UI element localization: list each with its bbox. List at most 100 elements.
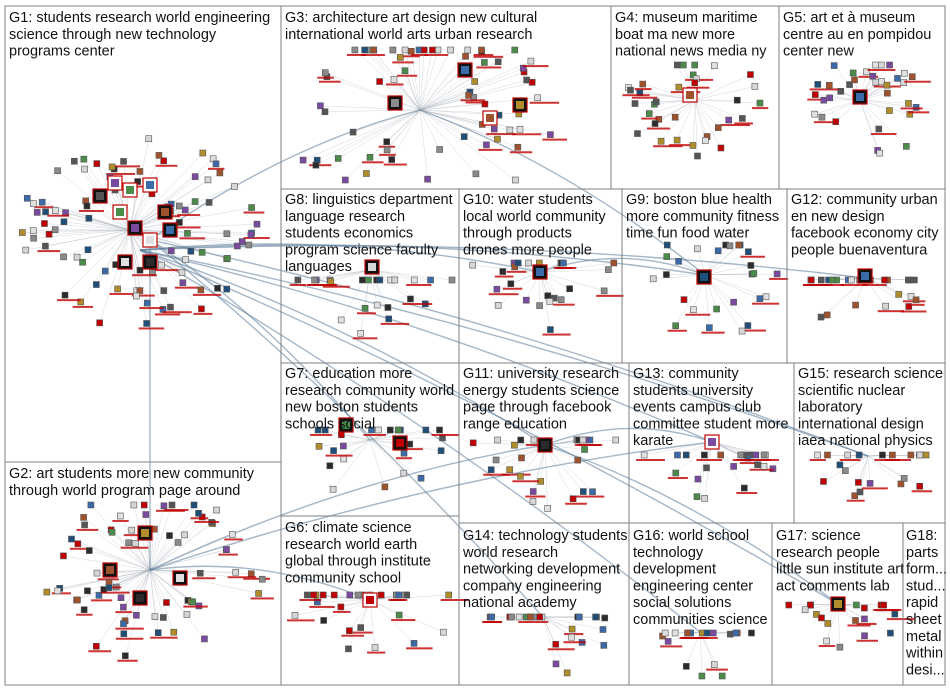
edge-g2 xyxy=(90,504,151,571)
inter-group-edge xyxy=(149,109,421,241)
node-g2 xyxy=(74,540,82,548)
node-label-mark xyxy=(809,88,839,91)
node-g10 xyxy=(600,287,608,295)
hub-node-image xyxy=(366,596,374,604)
node-g14 xyxy=(508,613,515,621)
edge-g9 xyxy=(704,274,749,326)
node-g4 xyxy=(711,62,718,70)
hub-node-image xyxy=(121,258,129,266)
edge-g3 xyxy=(419,49,482,111)
node-g12 xyxy=(895,291,903,298)
node-label-mark xyxy=(529,101,560,104)
node-label-mark xyxy=(747,459,771,461)
node-label-mark xyxy=(227,576,257,579)
edge-g2 xyxy=(123,569,151,608)
edge-g3 xyxy=(419,49,451,111)
node-g1 xyxy=(136,287,144,294)
node-g1 xyxy=(30,234,37,242)
node-label-mark xyxy=(401,448,423,451)
edge-g11 xyxy=(495,444,546,461)
node-g9 xyxy=(744,322,752,329)
edge-g2 xyxy=(57,569,151,592)
edge-g3 xyxy=(419,49,433,111)
node-g1 xyxy=(204,176,212,184)
node-g2 xyxy=(196,569,204,577)
node-g6 xyxy=(310,591,317,599)
node-g7 xyxy=(436,426,443,434)
node-g6 xyxy=(337,603,345,611)
node-g1 xyxy=(136,168,144,175)
node-label-mark xyxy=(525,444,545,446)
node-g8 xyxy=(385,315,392,323)
node-label-mark xyxy=(685,313,711,316)
node-label-mark xyxy=(309,164,332,167)
node-g3 xyxy=(383,138,391,146)
edge-g9 xyxy=(704,273,778,276)
node-g13 xyxy=(760,463,768,470)
node-g11 xyxy=(529,488,537,495)
node-g2 xyxy=(142,511,150,518)
node-label-mark xyxy=(171,226,201,229)
node-label-mark xyxy=(396,457,413,460)
node-label-mark xyxy=(243,577,271,580)
node-g3 xyxy=(494,58,502,66)
node-label-mark xyxy=(218,553,238,556)
edge-g1 xyxy=(45,229,131,247)
edge-g4 xyxy=(694,99,698,157)
node-g1 xyxy=(133,292,140,300)
edge-g6 xyxy=(369,599,376,648)
group-panel-g3: G3: architecture art design new cultural… xyxy=(280,5,612,190)
edge-g1 xyxy=(65,212,131,231)
node-g17 xyxy=(861,604,868,612)
inter-group-edge xyxy=(544,444,839,605)
hub-node-image xyxy=(116,208,124,216)
node-g7 xyxy=(326,462,334,470)
node-g1 xyxy=(155,152,163,159)
node-label-mark xyxy=(886,618,915,621)
node-g2 xyxy=(151,613,159,620)
node-g8 xyxy=(294,276,302,284)
edge-g1 xyxy=(63,229,131,258)
inter-group-edge xyxy=(139,249,713,443)
edge-g3 xyxy=(419,51,482,111)
node-g1 xyxy=(145,135,153,143)
edge-g2 xyxy=(110,529,151,571)
node-g13 xyxy=(730,463,737,470)
node-g7 xyxy=(315,443,323,450)
node-g3 xyxy=(389,46,397,54)
node-label-mark xyxy=(76,528,99,531)
node-g1 xyxy=(93,160,101,167)
node-g10 xyxy=(566,285,573,293)
inter-group-edge xyxy=(139,249,701,633)
hubs-layer xyxy=(92,62,873,612)
node-g15 xyxy=(836,461,844,469)
node-g1 xyxy=(214,284,221,292)
node-g1 xyxy=(23,194,31,202)
edge-g4 xyxy=(694,65,715,101)
hub-node-image xyxy=(486,114,494,122)
node-g3 xyxy=(370,46,377,54)
node-g2 xyxy=(60,552,67,560)
node-g8 xyxy=(359,276,366,284)
node-g17 xyxy=(861,615,868,623)
node-g4 xyxy=(717,144,725,152)
node-g2 xyxy=(183,611,191,618)
node-g1 xyxy=(223,230,231,238)
node-g10 xyxy=(499,268,507,275)
node-g2 xyxy=(120,620,127,627)
node-g2 xyxy=(133,611,140,619)
node-g3 xyxy=(401,67,409,75)
node-g1 xyxy=(77,298,85,306)
hub-node-image xyxy=(176,574,184,582)
node-g2 xyxy=(85,547,93,554)
node-g8 xyxy=(357,330,365,337)
node-label-mark xyxy=(840,284,868,286)
node-g1 xyxy=(60,218,68,226)
node-label-mark xyxy=(565,502,587,505)
node-label-mark xyxy=(190,517,209,520)
node-label-mark xyxy=(183,605,208,608)
edge-g9 xyxy=(704,274,760,299)
edge-g4 xyxy=(694,99,708,137)
hub-node-image xyxy=(111,179,119,187)
